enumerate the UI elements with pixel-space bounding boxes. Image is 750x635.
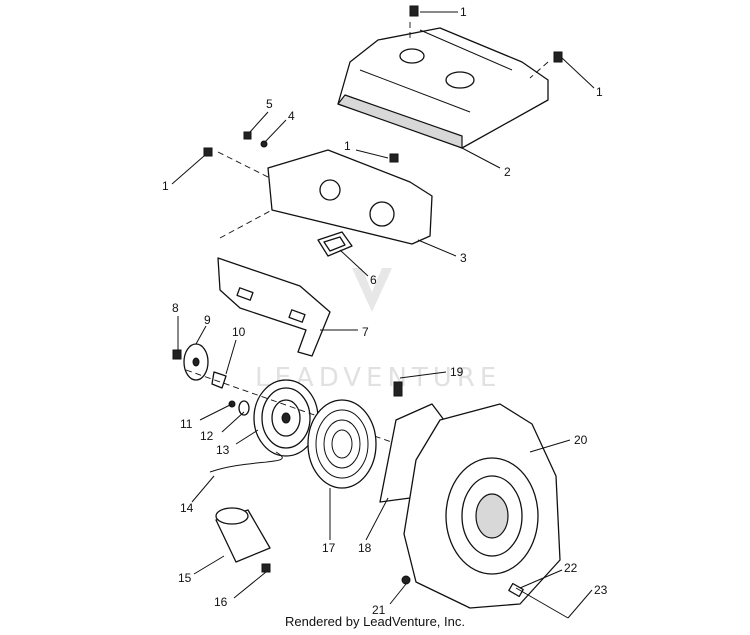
back-plate-part [217, 149, 433, 245]
bolt-part-1d [203, 147, 213, 157]
callout-17: 17 [322, 541, 336, 555]
top-cover-part [337, 22, 549, 149]
callout-1-right: 1 [596, 85, 603, 99]
bolt-part-1b [553, 51, 563, 63]
callout-numbers: 1 1 1 1 2 3 4 5 6 7 8 9 10 11 12 13 14 1… [162, 5, 608, 617]
bracket-part [217, 257, 331, 357]
cup-part [215, 507, 271, 563]
callout-18: 18 [358, 541, 372, 555]
gasket-part [317, 231, 353, 257]
starter-pulley-part [185, 369, 421, 457]
bolt-part-23 [515, 587, 569, 619]
callout-21: 21 [372, 603, 386, 617]
callout-22: 22 [564, 561, 578, 575]
callout-20: 20 [574, 433, 588, 447]
callout-3: 3 [460, 251, 467, 265]
leader-lines [171, 11, 595, 619]
callout-5: 5 [266, 97, 273, 111]
starter-rope-part [209, 451, 283, 473]
callout-7: 7 [362, 325, 369, 339]
washer-part-4 [260, 140, 268, 148]
nut-part-21 [401, 575, 411, 585]
callout-8: 8 [172, 301, 179, 315]
fan-housing-part [403, 403, 561, 609]
footer-credit: Rendered by LeadVenture, Inc. [285, 614, 465, 629]
callout-1-middle: 1 [344, 139, 351, 153]
callout-11: 11 [180, 417, 193, 431]
callout-13: 13 [216, 443, 230, 457]
bolt-part-16 [261, 563, 271, 573]
spacer-part-22 [508, 582, 524, 598]
spacer-part [238, 400, 250, 416]
nut-part [172, 349, 182, 360]
callout-19: 19 [450, 365, 464, 379]
callout-16: 16 [214, 595, 228, 609]
recoil-spring-part [307, 399, 377, 489]
watermark-logo-icon [352, 268, 392, 312]
callout-6: 6 [370, 273, 377, 287]
callout-9: 9 [204, 313, 211, 327]
callout-1-top: 1 [460, 5, 467, 19]
callout-23: 23 [594, 583, 608, 597]
callout-14: 14 [180, 501, 194, 515]
callout-12: 12 [200, 429, 214, 443]
bolt-part-1a [409, 5, 419, 17]
callout-10: 10 [232, 325, 246, 339]
callout-1-left: 1 [162, 179, 169, 193]
nut-part-5 [243, 131, 252, 140]
callout-2: 2 [504, 165, 511, 179]
screw-part-19 [393, 381, 403, 397]
pulley-part [183, 343, 209, 381]
callout-15: 15 [178, 571, 192, 585]
bolt-part-1c [389, 153, 399, 163]
callout-4: 4 [288, 109, 295, 123]
pawl-part [211, 371, 227, 389]
